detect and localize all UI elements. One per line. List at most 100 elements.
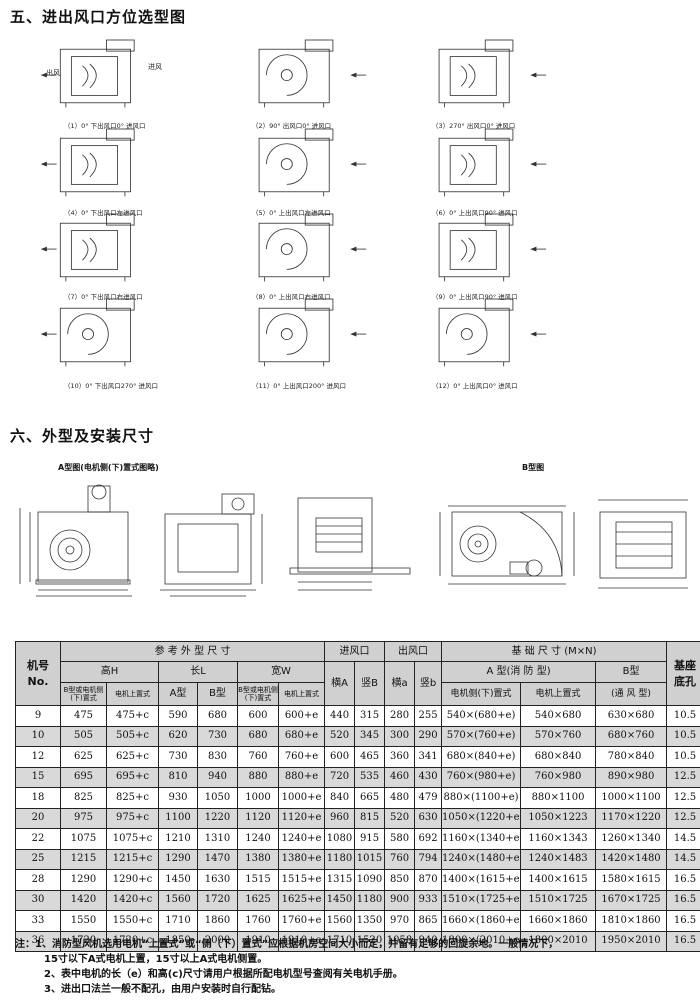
table-cell: 1080 bbox=[324, 828, 356, 850]
orientation-diagram bbox=[40, 213, 135, 282]
table-cell: 1420 bbox=[60, 889, 107, 911]
table-cell: 1710 bbox=[158, 910, 198, 932]
orientation-diagram bbox=[438, 39, 547, 108]
table-cell: 880×1100 bbox=[520, 787, 597, 809]
col-H-top: 电机上置式 bbox=[106, 682, 159, 706]
table-cell: 290 bbox=[414, 725, 443, 747]
table-cell: 1215+c bbox=[106, 848, 159, 870]
table-cell: 14.5 bbox=[666, 828, 700, 850]
table-cell: 315 bbox=[354, 705, 386, 727]
table-cell: 760+e bbox=[277, 746, 326, 768]
table-cell: 1090 bbox=[354, 869, 386, 891]
table-cell: 1450 bbox=[324, 889, 356, 911]
table-cell: 28 bbox=[15, 869, 61, 891]
table-cell: 1760+e bbox=[277, 910, 326, 932]
table-cell: 22 bbox=[15, 828, 61, 850]
col-base-side: 电机侧(下)置式 bbox=[441, 682, 522, 706]
col-Btype: B型 bbox=[595, 661, 668, 683]
table-cell: 14.5 bbox=[666, 848, 700, 870]
table-cell: 760 bbox=[237, 746, 279, 768]
table-cell: 300 bbox=[384, 725, 416, 747]
table-cell: 930 bbox=[158, 787, 198, 809]
table-cell: 1180 bbox=[354, 889, 386, 911]
table-cell: 1420×1480 bbox=[595, 848, 668, 870]
table-cell: 33 bbox=[15, 910, 61, 932]
table-cell: 880+e bbox=[277, 766, 326, 788]
table-cell: 810 bbox=[158, 766, 198, 788]
table-cell: 1120+e bbox=[277, 807, 326, 829]
table-cell: 520 bbox=[384, 807, 416, 829]
table-cell: 730 bbox=[197, 725, 238, 747]
col-W-side: B型或电机侧(下)置式 bbox=[237, 682, 279, 706]
table-cell: 1450 bbox=[158, 869, 198, 891]
table-cell: 16.5 bbox=[666, 910, 700, 932]
orientation-diagram bbox=[40, 128, 135, 197]
col-W: 宽W bbox=[236, 661, 326, 683]
table-cell: 680 bbox=[197, 705, 238, 727]
table-cell: 600 bbox=[237, 705, 279, 727]
table-cell: 1515 bbox=[237, 869, 279, 891]
table-cell: 10.5 bbox=[666, 725, 700, 747]
col-ha: 横a bbox=[384, 661, 416, 706]
table-cell: 840 bbox=[324, 787, 356, 809]
table-cell: 680 bbox=[237, 725, 279, 747]
table-cell: 915 bbox=[354, 828, 386, 850]
note-2: 2、表中电机的长（e）和高(c)尺寸请用户根据所配电机型号查阅有关电机手册。 bbox=[44, 969, 403, 980]
table-cell: 1050×1223 bbox=[520, 807, 597, 829]
table-cell: 870 bbox=[414, 869, 443, 891]
table-cell: 540×680 bbox=[520, 705, 597, 727]
table-cell: 680×(840+e) bbox=[441, 746, 522, 768]
table-cell: 825 bbox=[60, 787, 107, 809]
table-cell: 620 bbox=[158, 725, 198, 747]
table-cell: 1550+c bbox=[106, 910, 159, 932]
table-cell: 1120 bbox=[237, 807, 279, 829]
table-cell: 1850 bbox=[158, 930, 198, 952]
table-cell: 865 bbox=[414, 910, 443, 932]
table-cell: 850 bbox=[384, 869, 416, 891]
dimension-drawings bbox=[19, 484, 688, 597]
diagram-caption: （12）0° 上出风口0° 进风口 bbox=[432, 382, 518, 390]
table-cell: 780×840 bbox=[595, 746, 668, 768]
diagram-caption: （8）0° 上出风口右进风口 bbox=[252, 293, 331, 301]
table-cell: 1315 bbox=[324, 869, 356, 891]
diagram-caption: （4）0° 下出风口左进风口 bbox=[64, 209, 143, 217]
label-in: 进风 bbox=[148, 63, 162, 71]
table-cell: 1000+e bbox=[277, 787, 326, 809]
table-cell: 1660×(1860+e) bbox=[441, 910, 522, 932]
diagram-caption: （6）0° 上出风口90° 进风口 bbox=[432, 209, 518, 217]
table-cell: 1560 bbox=[158, 889, 198, 911]
table-cell: 540×(680+e) bbox=[441, 705, 522, 727]
orientation-diagram bbox=[438, 213, 547, 282]
table-cell: 680×840 bbox=[520, 746, 597, 768]
orientation-diagram bbox=[258, 213, 367, 282]
table-cell: 280 bbox=[384, 705, 416, 727]
orientation-diagram bbox=[258, 39, 367, 108]
table-cell: 1720+c bbox=[106, 930, 159, 952]
table-cell: 940 bbox=[197, 766, 238, 788]
table-cell: 630 bbox=[414, 807, 443, 829]
table-cell: 1510×(1725+e) bbox=[441, 889, 522, 911]
col-hole: 基座底孔 bbox=[666, 641, 700, 706]
table-cell: 1800×2010 bbox=[520, 930, 597, 952]
table-cell: 625 bbox=[60, 746, 107, 768]
diagram-caption: （2）90° 出风口0° 进风口 bbox=[252, 122, 332, 130]
diagram-caption: （11）0° 上出风口200° 进风口 bbox=[252, 382, 346, 390]
table-cell: 570×(760+e) bbox=[441, 725, 522, 747]
table-cell: 900 bbox=[384, 889, 416, 911]
table-cell: 20 bbox=[15, 807, 61, 829]
table-cell: 825+c bbox=[106, 787, 159, 809]
section5-title: 五、进出风口方位选型图 bbox=[10, 8, 187, 26]
table-cell: 1380+e bbox=[277, 848, 326, 870]
label-out: 出风 bbox=[46, 69, 60, 77]
diagram-caption: （7）0° 下出风口右进风口 bbox=[64, 293, 143, 301]
table-cell: 1515+e bbox=[277, 869, 326, 891]
table-cell: 1380 bbox=[237, 848, 279, 870]
table-cell: 1075+c bbox=[106, 828, 159, 850]
table-cell: 255 bbox=[414, 705, 443, 727]
